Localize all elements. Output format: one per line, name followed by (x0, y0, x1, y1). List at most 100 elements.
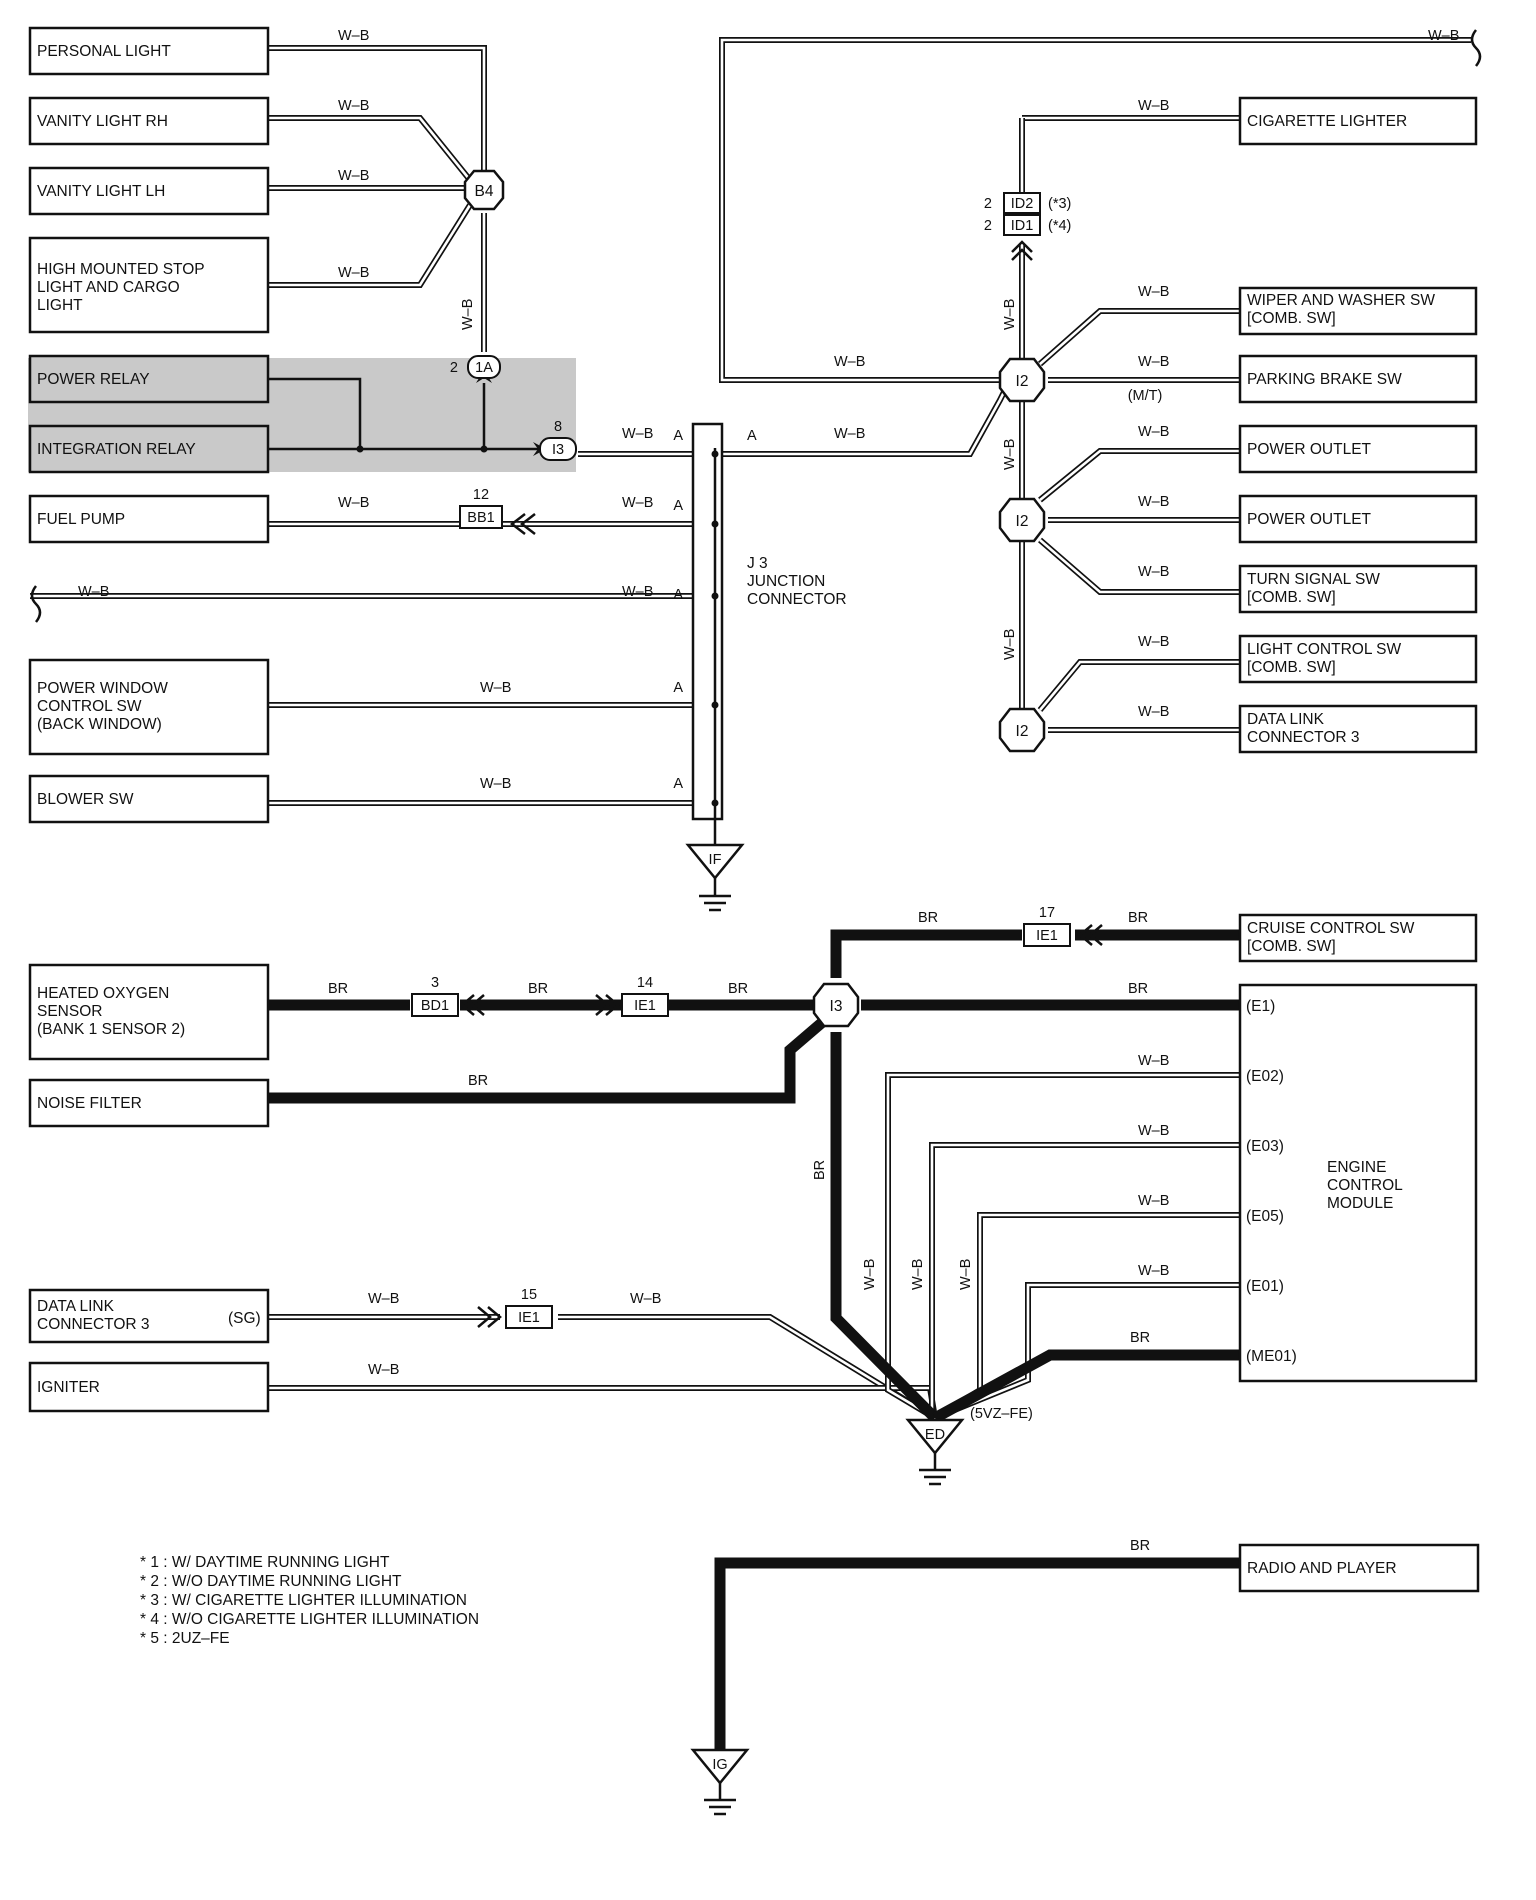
vanity-light-rh-box (28, 96, 270, 146)
relay-wires (268, 370, 546, 456)
wire-inner (1039, 449, 1240, 502)
connector-id1-pin: 2 (984, 218, 992, 234)
wire-label-wb-18: W–B (1138, 424, 1169, 440)
i2-label-3: I2 (1016, 723, 1029, 740)
wire-label-wb-16: W–B (1138, 284, 1169, 300)
heated-o2-line2: SENSOR (37, 1003, 102, 1020)
wire-label-wb-20: W–B (1138, 564, 1169, 580)
wire-label-wb-6: W–B (338, 495, 369, 511)
wire-label-wb-7: W–B (622, 495, 653, 511)
connector-id1-label: ID1 (1011, 218, 1034, 234)
connector-ie1-15-pin: 15 (521, 1287, 537, 1303)
wire-label-wb-5: W–B (622, 426, 653, 442)
ie1-15-chevrons (477, 1306, 502, 1328)
footnote-1: * 1 : W/ DAYTIME RUNNING LIGHT (140, 1554, 390, 1571)
ground-ed: ED (5VZ–FE) (905, 1406, 1033, 1486)
connector-ie1-15-label: IE1 (518, 1310, 540, 1326)
ground-if: IF (685, 843, 745, 912)
footnote-5: * 5 : 2UZ–FE (140, 1630, 230, 1647)
wire-label-br-6: BR (1128, 910, 1148, 926)
wire-label-wb-v2: W–B (1002, 299, 1018, 330)
wire-inner (268, 204, 472, 287)
dlc3-bottom-line2: CONNECTOR 3 (37, 1316, 150, 1333)
power-outlet-2-label: POWER OUTLET (1247, 511, 1372, 528)
wire-label-wb-21: W–B (1138, 634, 1169, 650)
wiper-washer-line1: WIPER AND WASHER SW (1247, 292, 1435, 309)
dlc3-bottom-line1: DATA LINK (37, 1298, 115, 1315)
wiper-washer-line2: [COMB. SW] (1247, 310, 1336, 327)
i2-label-2: I2 (1016, 513, 1029, 530)
cruise-control-box (1238, 913, 1478, 963)
connector-id2 (1003, 192, 1041, 214)
wire-label-wb-v5: W–B (862, 1259, 878, 1290)
connector-id2-pin: 2 (984, 196, 992, 212)
wire-label-br-8: BR (1130, 1330, 1150, 1346)
wire-label-wb-1: W–B (338, 28, 369, 44)
ground-ed-label: ED (925, 1427, 945, 1443)
parking-brake-box (1238, 354, 1478, 404)
fuel-pump-label: FUEL PUMP (37, 511, 125, 528)
ecm-pin-me01: (ME01) (1246, 1348, 1297, 1365)
power-window-line3: (BACK WINDOW) (37, 716, 162, 733)
power-window-box (28, 658, 270, 756)
wire-inner (930, 1143, 1240, 1418)
wire-label-wb-13: W–B (834, 354, 865, 370)
vanity-light-rh-label: VANITY LIGHT RH (37, 113, 168, 130)
connector-bb1-label: BB1 (467, 510, 494, 526)
ecm-line1: ENGINE (1327, 1159, 1386, 1176)
wire-label-wb-2: W–B (338, 98, 369, 114)
i2-junction-1 (998, 357, 1046, 403)
turn-signal-line1: TURN SIGNAL SW (1247, 571, 1380, 588)
connector-id2-note: (*3) (1048, 196, 1071, 212)
cigarette-lighter-box (1238, 96, 1478, 146)
wire-inner (268, 46, 486, 193)
noise-filter-box (28, 1078, 270, 1128)
wire-inner (268, 116, 472, 181)
wire-inner (1039, 660, 1240, 711)
connector-bd1-pin: 3 (431, 975, 439, 991)
connector-ie1-17-label: IE1 (1036, 928, 1058, 944)
wire-label-wb-23: W–B (1138, 1053, 1169, 1069)
id-chevrons (1011, 240, 1033, 261)
light-control-line2: [COMB. SW] (1247, 659, 1336, 676)
connector-id1 (1003, 214, 1041, 236)
integration-relay-box (28, 424, 270, 474)
w-b-wires (30, 37, 1471, 1421)
ecm-line3: MODULE (1327, 1195, 1393, 1212)
connector-ie1-17-pin: 17 (1039, 905, 1055, 921)
blower-sw-label: BLOWER SW (37, 791, 134, 808)
wire-label-wb-25: W–B (1138, 1193, 1169, 1209)
connector-bb1 (459, 505, 503, 529)
wire-label-wb-26: W–B (1138, 1263, 1169, 1279)
connector-id2-label: ID2 (1011, 196, 1034, 212)
wire-label-wb-19: W–B (1138, 494, 1169, 510)
connector-i3-top-label: I3 (552, 442, 564, 458)
connector-1a-pin: 2 (450, 360, 458, 376)
ecm-pin-e02: (E02) (1246, 1068, 1284, 1085)
wire-outer (268, 1385, 938, 1419)
connector-i3-top (539, 437, 577, 461)
noise-filter-label: NOISE FILTER (37, 1095, 142, 1112)
ground-ig-label: IG (712, 1757, 727, 1773)
ground-if-label: IF (709, 852, 722, 868)
wire-inner (720, 38, 1471, 382)
wire-label-wb-v1: W–B (460, 299, 476, 330)
cruise-control-line2: [COMB. SW] (1247, 938, 1336, 955)
fuel-pump-box (28, 494, 270, 544)
wire-label-wb-v7: W–B (958, 1259, 974, 1290)
wire-label-wb-v3: W–B (1002, 439, 1018, 470)
wire-label-wb-v4: W–B (1002, 629, 1018, 660)
wire-outer (885, 1072, 1240, 1421)
wire-inner (886, 1073, 1240, 1420)
power-outlet-1-box (1238, 424, 1478, 474)
wire-label-wb-4: W–B (338, 265, 369, 281)
igniter-box (28, 1361, 270, 1413)
dlc3-top-line1: DATA LINK (1247, 711, 1325, 728)
radio-label: RADIO AND PLAYER (1247, 1560, 1397, 1577)
radio-box (1238, 1543, 1480, 1593)
wire-break-top-right (1470, 29, 1482, 67)
power-window-line2: CONTROL SW (37, 698, 142, 715)
power-window-line1: POWER WINDOW (37, 680, 168, 697)
blower-sw-box (28, 774, 270, 824)
